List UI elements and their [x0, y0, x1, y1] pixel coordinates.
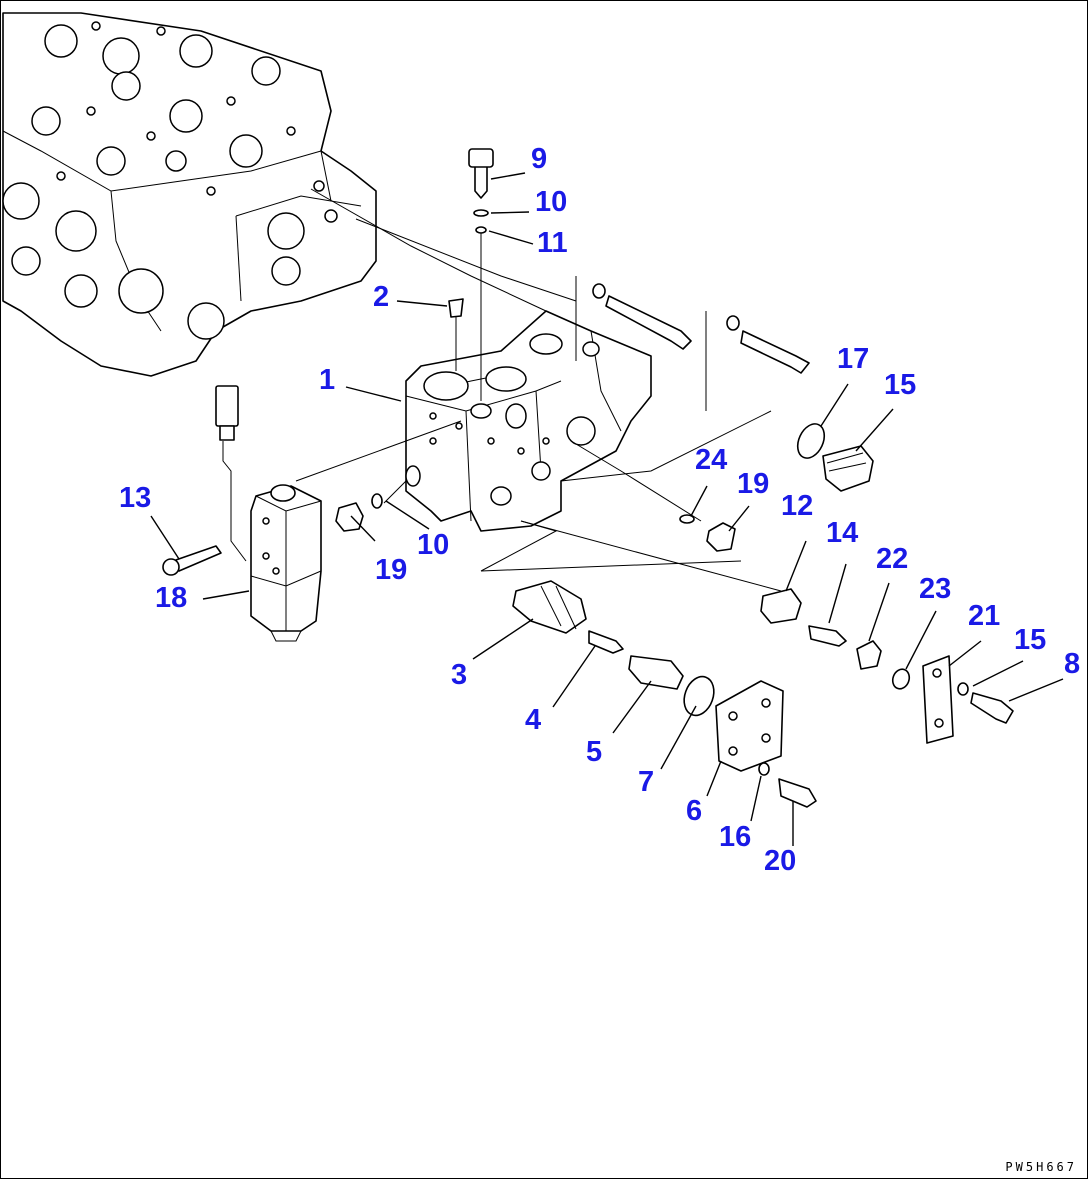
callout-18: 18: [155, 582, 188, 614]
callout-8: 8: [1064, 648, 1081, 680]
spool-parts: [480, 520, 817, 808]
callout-4: 4: [525, 704, 542, 736]
callout-16: 15: [884, 369, 917, 401]
callout-15-bottom: 16: [719, 821, 752, 853]
callout-19-left: 19: [375, 554, 408, 586]
callout-1: 1: [319, 364, 336, 396]
callout-12: 12: [781, 490, 814, 522]
solenoid-valve: [215, 385, 322, 642]
callout-3: 3: [451, 659, 468, 691]
drawing-code: PW5H667: [1005, 1160, 1077, 1174]
callout-13: 14: [826, 517, 859, 549]
callout-23: 23: [919, 573, 952, 605]
callout-14: 13: [119, 482, 152, 514]
plug-2: [448, 298, 464, 371]
callout-10-left: 10: [417, 529, 450, 561]
callout-21: 21: [968, 600, 1001, 632]
callout-15-right: 15: [1014, 624, 1047, 656]
small-parts-right: [760, 588, 1014, 744]
leader-lines: [150, 172, 1064, 846]
main-valve-body: [2, 12, 377, 377]
callout-20: 20: [764, 845, 797, 877]
callout-10-top: 10: [535, 186, 568, 218]
bolts-top-right: [575, 276, 810, 411]
callout-7: 7: [638, 766, 655, 798]
plug-9: [468, 148, 494, 401]
callout-11: 11: [537, 227, 568, 259]
callout-6: 6: [686, 795, 703, 827]
callout-9: 9: [531, 143, 548, 175]
bolt-14: [162, 545, 222, 576]
callout-5: 5: [586, 736, 603, 768]
callout-24: 24: [695, 444, 728, 476]
callout-22: 22: [876, 543, 909, 575]
small-parts-24-19: [335, 493, 736, 552]
callout-2: 2: [373, 281, 390, 313]
plug-16: [796, 423, 874, 492]
callout-19-right: 19: [737, 468, 770, 500]
callout-17: 17: [837, 343, 870, 375]
valve-block: [405, 310, 652, 532]
assembly-lines: [295, 188, 782, 592]
